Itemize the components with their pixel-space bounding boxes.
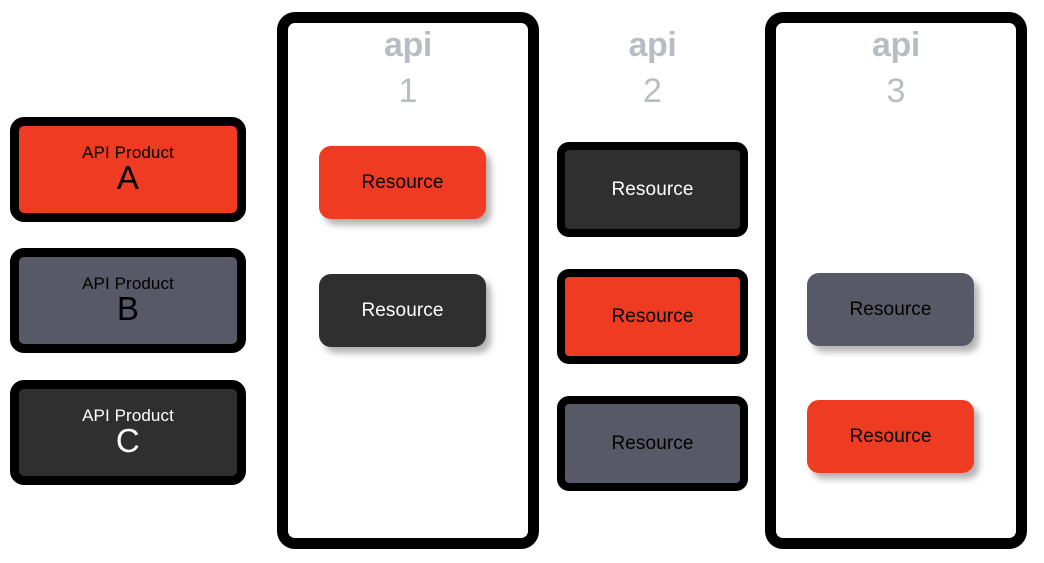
api-product-card-a[interactable]: API Product A (10, 117, 246, 222)
api-product-letter: B (116, 289, 140, 327)
api-product-title: API Product (82, 273, 174, 293)
api-number-label: 1 (398, 72, 418, 110)
resource-chip[interactable]: Resource (557, 269, 748, 364)
api-product-card-c[interactable]: API Product C (10, 380, 246, 485)
resource-label: Resource (361, 171, 444, 193)
api-word-label: api (628, 26, 677, 64)
api-product-letter: A (116, 158, 140, 196)
api-product-card-b[interactable]: API Product B (10, 248, 246, 353)
api-number-label: 2 (643, 72, 662, 110)
resource-label: Resource (611, 305, 694, 327)
resource-chip[interactable]: Resource (557, 142, 748, 237)
resource-chip[interactable]: Resource (557, 396, 748, 491)
resource-chip[interactable]: Resource (319, 146, 486, 219)
api-heading-1: api 1 (277, 28, 539, 108)
api-word-label: api (384, 26, 432, 64)
resource-label: Resource (611, 178, 694, 200)
api-heading-3: api 3 (765, 28, 1027, 108)
resource-label: Resource (611, 432, 694, 454)
resource-chip[interactable]: Resource (807, 400, 974, 473)
resource-label: Resource (849, 298, 932, 320)
api-heading-2: api 2 (557, 28, 748, 108)
resource-chip[interactable]: Resource (807, 273, 974, 346)
api-product-title: API Product (82, 405, 174, 425)
api-product-letter: C (115, 421, 141, 459)
resource-chip[interactable]: Resource (319, 274, 486, 347)
resource-label: Resource (849, 425, 932, 447)
api-number-label: 3 (886, 72, 906, 110)
api-product-title: API Product (82, 142, 174, 162)
api-word-label: api (872, 26, 920, 64)
resource-label: Resource (361, 299, 444, 321)
